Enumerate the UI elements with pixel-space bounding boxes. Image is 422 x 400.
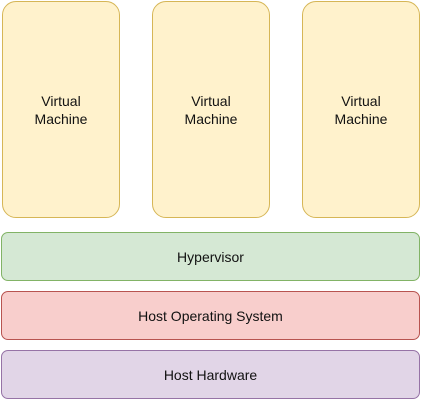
virtual-machine-label-1: Virtual Machine [35,92,88,128]
virtual-machine-label-3-line-1: Virtual [341,92,381,109]
virtual-machine-box-3: Virtual Machine [302,1,420,218]
virtual-machine-label-2-line-1: Virtual [191,92,231,109]
host-hardware-label: Host Hardware [163,366,258,383]
virtual-machine-box-2: Virtual Machine [152,1,270,218]
virtual-machine-label-3-line-2: Machine [334,110,388,127]
virtual-machine-box-1: Virtual Machine [2,1,120,218]
host-hardware-layer: Host Hardware [1,350,420,399]
host-operating-system-layer: Host Operating System [1,291,420,340]
virtual-machine-label-2: Virtual Machine [185,92,238,128]
hypervisor-layer: Hypervisor [1,232,420,281]
virtual-machine-label-2-line-2: Machine [184,110,238,127]
virtual-machine-label-1-line-2: Machine [34,110,88,127]
virtual-machine-label-3: Virtual Machine [335,92,388,128]
virtual-machine-label-1-line-1: Virtual [41,92,81,109]
hypervisor-label: Hypervisor [177,248,244,265]
host-operating-system-label: Host Operating System [138,307,283,324]
